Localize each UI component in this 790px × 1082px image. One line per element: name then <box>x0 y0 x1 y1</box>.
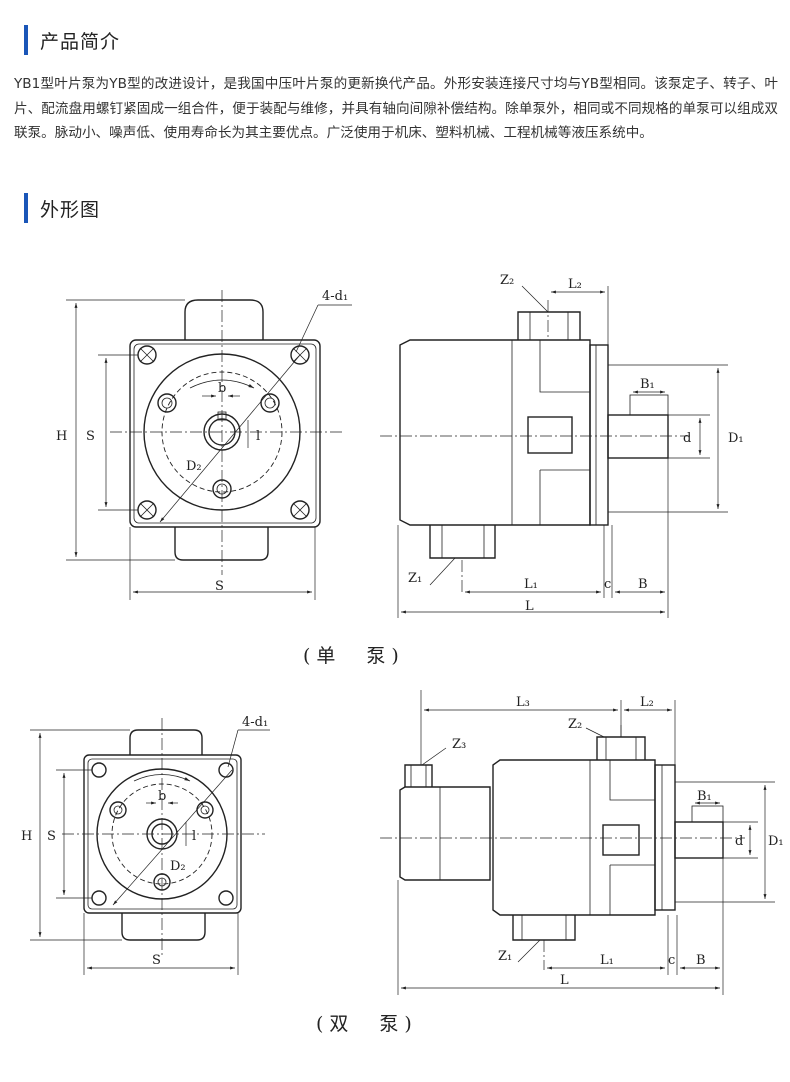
label-l: l <box>192 829 196 844</box>
section-title-shape: 外形图 <box>40 198 101 221</box>
section-header-shape: 外形图 <box>24 193 100 223</box>
single-labels: H S S 4-d₁ b l D₂ Z₂ L₂ B₁ d D₁ Z₁ L₁ c … <box>56 273 744 614</box>
label-D2: D₂ <box>186 459 202 474</box>
label-c: c <box>604 577 611 592</box>
label-D1: D₁ <box>768 834 784 849</box>
label-b: b <box>218 381 226 396</box>
intro-paragraph: YB1型叶片泵为YB型的改进设计，是我国中压叶片泵的更新换代产品。外形安装连接尺… <box>14 76 778 141</box>
label-S-horizontal: S <box>152 953 161 968</box>
accent-bar <box>24 193 28 223</box>
label-L: L <box>560 973 569 988</box>
label-B1: B₁ <box>697 789 712 804</box>
label-b: b <box>158 789 166 804</box>
label-Z2: Z₂ <box>500 273 514 288</box>
single-front-view <box>66 290 352 600</box>
label-B1: B₁ <box>640 377 655 392</box>
label-S-horizontal: S <box>215 579 224 594</box>
label-L1: L₁ <box>524 577 538 592</box>
label-H: H <box>21 829 32 844</box>
label-holes: 4-d₁ <box>242 715 268 730</box>
label-c: c <box>668 953 675 968</box>
label-L3: L₃ <box>516 695 530 710</box>
label-S-vertical: S <box>47 829 56 844</box>
label-d: d <box>735 834 743 849</box>
corner-bolt-holes <box>137 345 310 520</box>
label-Z3: Z₃ <box>452 737 466 752</box>
label-B: B <box>638 577 648 592</box>
label-d: d <box>683 431 691 446</box>
caption-single: (单 泵) <box>303 645 405 667</box>
label-D2: D₂ <box>170 859 186 874</box>
label-L1: L₁ <box>600 953 614 968</box>
label-B: B <box>696 953 706 968</box>
double-labels: H S S 4-d₁ b l D₂ L₃ L₂ Z₂ Z₃ B₁ d D₁ Z₁… <box>21 695 784 988</box>
section-header-intro: 产品简介 <box>24 25 120 55</box>
caption-double: (双 泵) <box>316 1013 418 1035</box>
label-L2: L₂ <box>568 277 582 292</box>
label-l: l <box>256 429 260 444</box>
label-D1: D₁ <box>728 431 744 446</box>
label-Z2: Z₂ <box>568 717 582 732</box>
double-side-view <box>380 690 775 995</box>
single-side-view <box>380 285 728 618</box>
label-L2: L₂ <box>640 695 654 710</box>
label-L: L <box>525 599 534 614</box>
label-H: H <box>56 429 67 444</box>
label-holes: 4-d₁ <box>322 289 348 304</box>
double-front-view <box>30 718 270 975</box>
label-Z1: Z₁ <box>408 571 422 586</box>
accent-bar <box>24 25 28 55</box>
label-Z1: Z₁ <box>498 949 512 964</box>
label-S-vertical: S <box>86 429 95 444</box>
section-title-intro: 产品简介 <box>40 30 121 53</box>
